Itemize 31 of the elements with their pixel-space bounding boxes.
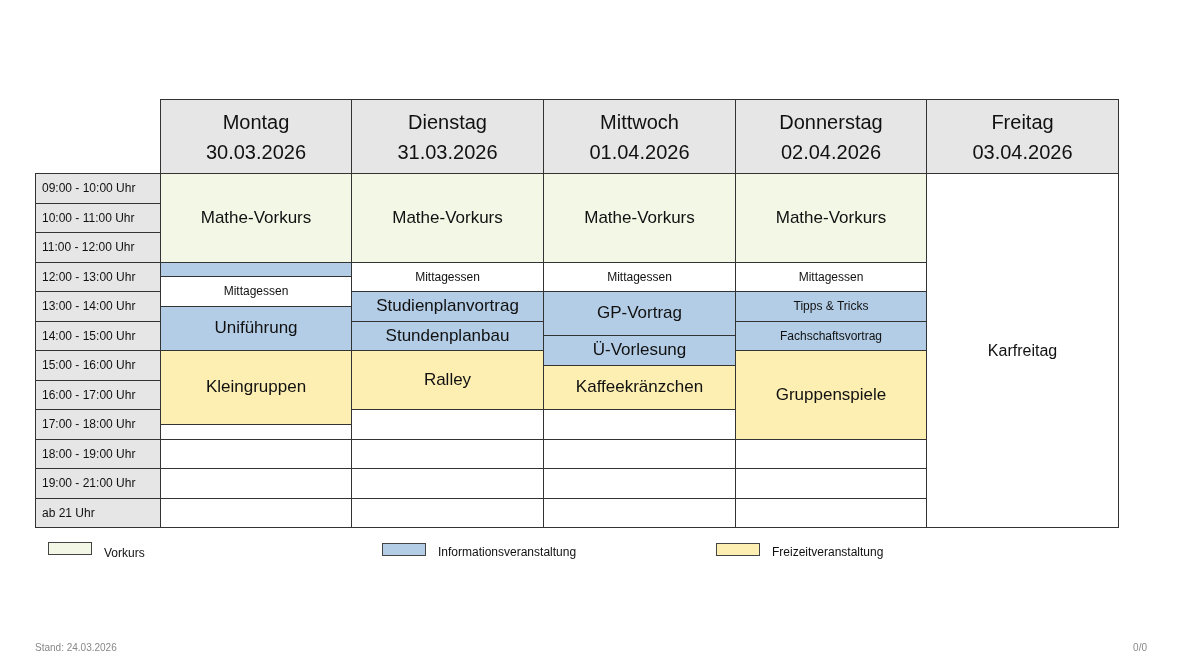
- time-slot: 11:00 - 12:00 Uhr: [35, 232, 161, 263]
- day-header: Dienstag 31.03.2026: [351, 99, 544, 174]
- leisure-block: Gruppenspiele: [735, 350, 927, 440]
- legend-label: Freizeitveranstaltung: [772, 545, 884, 559]
- time-slot: 17:00 - 18:00 Uhr: [35, 409, 161, 440]
- day-header: Mittwoch 01.04.2026: [543, 99, 736, 174]
- time-slot: 19:00 - 21:00 Uhr: [35, 468, 161, 499]
- course-block: Mathe-Vorkurs: [543, 173, 736, 263]
- time-slot: 15:00 - 16:00 Uhr: [35, 350, 161, 381]
- date-note: Stand: 24.03.2026: [35, 642, 117, 653]
- leisure-block: Ralley: [351, 350, 544, 410]
- info-block: Ü-Vorlesung: [543, 335, 736, 366]
- info-block: GP-Vortrag: [543, 291, 736, 337]
- info-block: Studienplanvortrag: [351, 291, 544, 322]
- holiday-block: Karfreitag: [926, 173, 1119, 528]
- legend-label: Informationsveranstaltung: [438, 545, 577, 559]
- info-block: Uniführung: [160, 305, 352, 351]
- time-slot: 13:00 - 14:00 Uhr: [35, 291, 161, 322]
- course-block: Mathe-Vorkurs: [735, 173, 927, 263]
- day-header: Freitag 03.04.2026: [926, 99, 1119, 174]
- course-block: Mathe-Vorkurs: [351, 173, 544, 263]
- leisure-block: Kaffeekränzchen: [543, 364, 736, 410]
- legend-label: Vorkurs: [104, 546, 145, 560]
- info-block: Tipps & Tricks: [735, 291, 927, 322]
- time-slot: 09:00 - 10:00 Uhr: [35, 173, 161, 204]
- page-number: 0/0: [1133, 642, 1147, 653]
- time-slot: ab 21 Uhr: [35, 497, 161, 528]
- leisure-block: Kleingruppen: [160, 350, 352, 425]
- day-header: Montag 30.03.2026: [160, 99, 352, 174]
- course-block: Mathe-Vorkurs: [160, 173, 352, 263]
- day-header: Donnerstag 02.04.2026: [735, 99, 927, 174]
